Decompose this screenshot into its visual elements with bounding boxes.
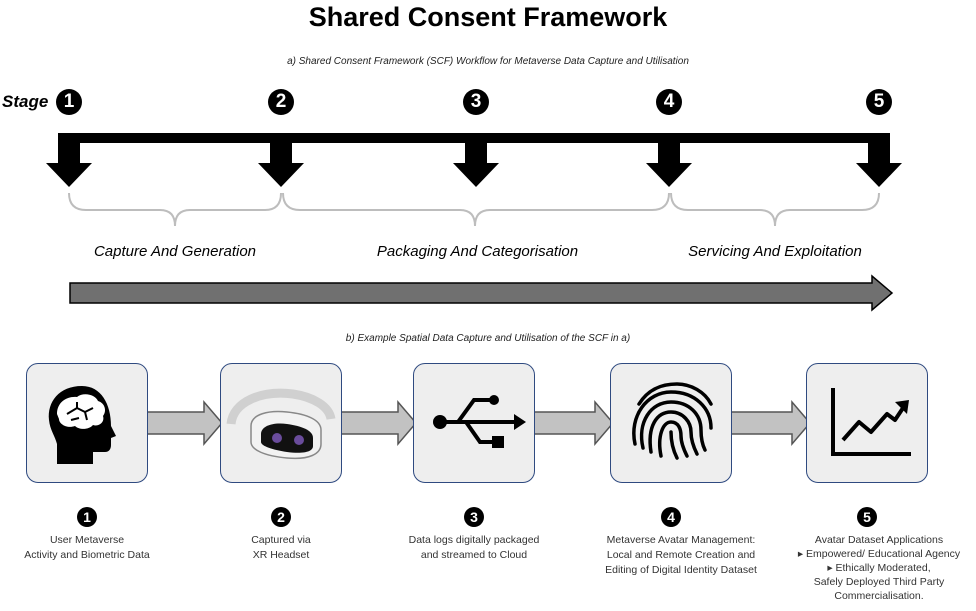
step-3-line: Data logs digitally packaged [408, 534, 540, 546]
step-4-line: Metaverse Avatar Management: [606, 534, 756, 546]
stage-number-2: 2 [268, 89, 294, 115]
step-5-line: ▸ Ethically Moderated, [827, 562, 931, 574]
step-box-5 [806, 363, 928, 483]
step-box-3 [413, 363, 535, 483]
step-number-2: 2 [271, 507, 291, 527]
stage-arrow-2 [258, 133, 304, 187]
stage-arrow-5 [856, 133, 902, 187]
step-5-line: Commercialisation. [834, 590, 924, 602]
stage-number-5: 5 [866, 89, 892, 115]
step-4-line: Editing of Digital Identity Dataset [605, 564, 757, 576]
step-box-4 [610, 363, 732, 483]
stage-number-4: 4 [656, 89, 682, 115]
step-connectors [129, 399, 811, 447]
fingerprint-icon [632, 382, 713, 460]
stage-arrow-3 [453, 133, 499, 187]
brace-packaging [282, 192, 670, 227]
step-2-line: XR Headset [252, 549, 310, 561]
step-number-3: 3 [464, 507, 484, 527]
phase-packaging: Packaging And Categorisation [376, 243, 579, 260]
progress-arrow [69, 274, 894, 312]
usb-icon [433, 395, 526, 448]
brace-servicing [670, 192, 880, 227]
step-4-line: Local and Remote Creation and [606, 549, 756, 561]
caption-b: b) Example Spatial Data Capture and Util… [345, 333, 631, 344]
step-description-3: Data logs digitally packaged and streame… [379, 533, 569, 563]
stage-label: Stage [2, 92, 49, 111]
step-description-5: Avatar Dataset Applications ▸ Empowered/… [782, 533, 976, 603]
step-number-5: 5 [857, 507, 877, 527]
step-5-line: Avatar Dataset Applications [814, 534, 944, 546]
head-brain-icon [48, 386, 117, 464]
step-description-1: User Metaverse Activity and Biometric Da… [2, 533, 172, 563]
connector-3-4 [527, 399, 614, 447]
phase-capture: Capture And Generation [93, 243, 257, 260]
page-title: Shared Consent Framework [308, 2, 668, 32]
trend-chart-icon [831, 388, 911, 456]
step-3-line: and streamed to Cloud [420, 549, 528, 561]
phase-braces [68, 192, 880, 227]
step-2-line: Captured via [251, 534, 311, 546]
caption-a: a) Shared Consent Framework (SCF) Workfl… [287, 56, 689, 67]
step-description-4: Metaverse Avatar Management: Local and R… [586, 533, 776, 578]
vr-headset-icon [226, 388, 336, 460]
connector-4-5 [722, 399, 811, 447]
step-description-2: Captured via XR Headset [196, 533, 366, 563]
stage-number-3: 3 [463, 89, 489, 115]
step-box-2 [220, 363, 342, 483]
stage-arrows [46, 133, 902, 187]
stage-arrow-1 [46, 133, 92, 187]
brace-capture [68, 192, 282, 227]
step-1-line: Activity and Biometric Data [24, 549, 150, 561]
step-number-1: 1 [77, 507, 97, 527]
step-5-line: ▸ Empowered/ Educational Agency [797, 548, 961, 560]
step-1-line: User Metaverse [49, 534, 125, 546]
step-number-4: 4 [661, 507, 681, 527]
stage-number-1: 1 [56, 89, 82, 115]
step-5-line: Safely Deployed Third Party [813, 576, 945, 588]
step-box-1 [26, 363, 148, 483]
stage-arrow-4 [646, 133, 692, 187]
phase-servicing: Servicing And Exploitation [688, 243, 862, 260]
